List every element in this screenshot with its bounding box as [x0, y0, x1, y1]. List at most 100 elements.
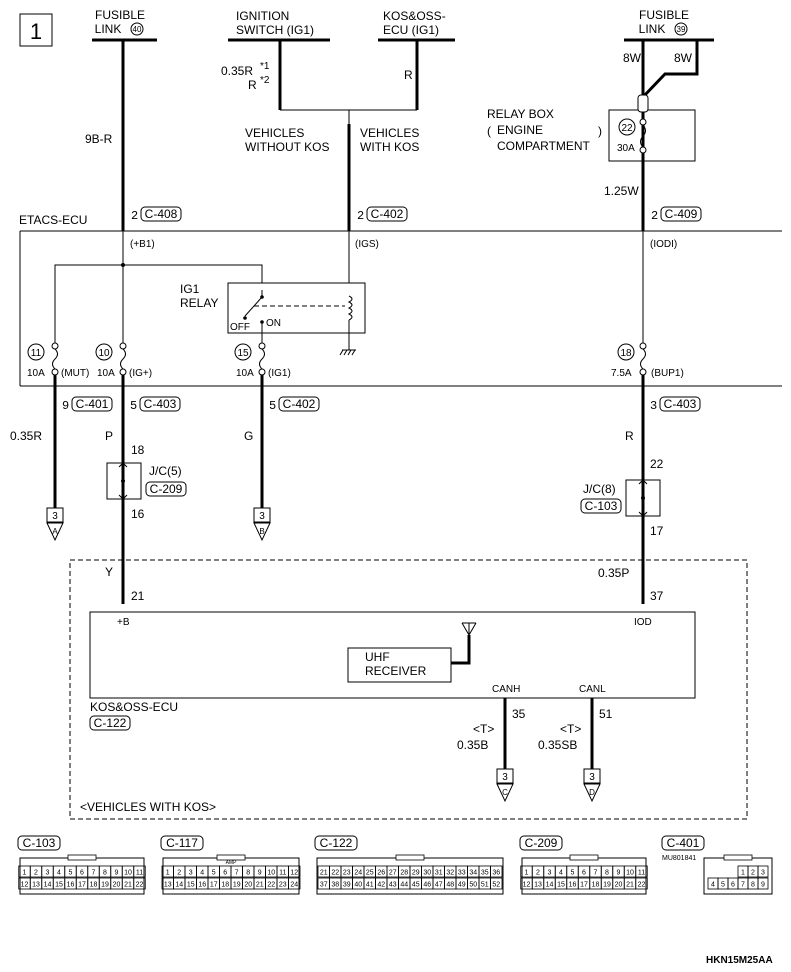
sig-iod: IOD — [634, 617, 652, 628]
conn-c402-b-pin: 5 — [269, 399, 276, 413]
relay-coil — [347, 295, 353, 321]
connector-pin: 16 — [569, 882, 577, 889]
connector-pin: 42 — [377, 882, 385, 889]
wire-125w-label: 1.25W — [604, 184, 639, 198]
connector-pin: 51 — [481, 882, 489, 889]
connector-pin: 9 — [761, 882, 765, 889]
fusible-link-40-circle — [130, 22, 144, 36]
fuse-11-sig: (MUT) — [61, 368, 89, 379]
vehicles-with-kos-1: VEHICLES — [360, 126, 419, 140]
page-number-box — [19, 13, 53, 47]
conn-c403-a-frame — [139, 396, 181, 412]
connector-pin: 27 — [389, 870, 397, 877]
relay-fuse-amp: 30A — [617, 143, 635, 154]
connector-pin: 17 — [78, 882, 86, 889]
connector-pin: 7 — [594, 870, 598, 877]
jc8-conn-frame — [580, 498, 622, 514]
connector-pin: 49 — [458, 882, 466, 889]
t-mark-canh: <T> — [473, 722, 494, 736]
fuse-10 — [95, 342, 127, 376]
wire-035b-label: 0.35B — [457, 738, 488, 752]
conn-c402-b-frame — [278, 396, 320, 412]
relay-fuse-element — [640, 124, 646, 148]
ref-b-page: 3 — [259, 511, 265, 522]
connector-pin: 12 — [21, 882, 29, 889]
connector-pin: 16 — [198, 882, 206, 889]
connector-pin: 18 — [221, 882, 229, 889]
conn-c408-frame — [140, 206, 182, 222]
connector-pin: 2 — [177, 870, 181, 877]
ref-c-triangle — [496, 783, 514, 803]
connector-pin: 22 — [136, 882, 144, 889]
connector-name: C-401 — [667, 836, 700, 850]
conn-c403-b-name: C-403 — [664, 397, 697, 411]
connector-pin: 14 — [546, 882, 554, 889]
connector-pin: 10 — [124, 870, 132, 877]
connector-pin: 21 — [124, 882, 132, 889]
fuse-15 — [234, 342, 266, 376]
kos-ecu-conn-frame — [89, 715, 131, 731]
relay-box-label-2: ENGINE — [497, 123, 543, 137]
jc8-top-pin: 22 — [650, 457, 664, 471]
connector-pin: 14 — [175, 882, 183, 889]
connector-pin: 1 — [166, 870, 170, 877]
connector-name: C-117 — [166, 836, 198, 850]
relay-fuse-num: 22 — [621, 123, 633, 134]
conn-c409-name: C-409 — [665, 207, 698, 221]
connector-pin: 15 — [187, 882, 195, 889]
fuse-15-sig: (IG1) — [268, 368, 291, 379]
wire-035sb-label: 0.35SB — [538, 738, 577, 752]
ref-b-triangle — [253, 522, 271, 542]
connector-pin: 12 — [290, 870, 298, 877]
connector-pin: 44 — [400, 882, 408, 889]
ref-b-letter: B — [259, 527, 264, 536]
connector-pin: 33 — [458, 870, 466, 877]
connector-pin: 22 — [331, 870, 339, 877]
kos-ecu-top-label-2: ECU (IG1) — [383, 23, 439, 37]
kos-ecu-top-label-1: KOS&OSS- — [383, 9, 446, 23]
vehicles-with-kos-2: WITH KOS — [360, 140, 419, 154]
jc5-node — [121, 479, 125, 483]
conn-c403-a-name: C-403 — [144, 397, 177, 411]
relay-off-label: OFF — [230, 322, 250, 333]
connector-pin: 24 — [290, 882, 298, 889]
connector-pin: 3 — [189, 870, 193, 877]
ignition-switch-label-1: IGNITION — [236, 9, 289, 23]
jc5-bot-arrow — [118, 494, 128, 500]
connector-pin: 21 — [320, 870, 328, 877]
ref-b-page-box — [253, 507, 271, 523]
relay-box-paren-right: ) — [598, 124, 602, 138]
connector-pin: 7 — [92, 870, 96, 877]
conn-c402-b-name: C-402 — [283, 397, 316, 411]
fuse-18-num: 18 — [620, 348, 632, 359]
connector-pin: 15 — [55, 882, 63, 889]
connector-pin: 21 — [626, 882, 634, 889]
connector-pin: 3 — [46, 870, 50, 877]
jc5-conn-frame — [145, 481, 187, 497]
connector-pin: 11 — [279, 870, 286, 877]
fuse-11-num: 11 — [31, 348, 42, 359]
connector-pin: 5 — [571, 870, 575, 877]
ref-d-page-box — [583, 768, 601, 784]
ref-a-letter: A — [52, 527, 58, 536]
connector-pin: 10 — [626, 870, 634, 877]
fuse-11 — [27, 342, 59, 376]
connector-pin: 52 — [492, 882, 500, 889]
fuse-15-amp: 10A — [236, 368, 254, 379]
jc5-conn-name: C-209 — [150, 482, 183, 496]
relay-box-label-1: RELAY BOX — [487, 107, 554, 121]
fusible-link-39-label-1: FUSIBLE — [639, 8, 689, 22]
canh-label: CANH — [492, 684, 520, 695]
connector-pin: 6 — [582, 870, 586, 877]
kos-ecu-name: KOS&OSS-ECU — [90, 700, 178, 714]
connector-pin: 37 — [320, 882, 328, 889]
wire-8w-a-label: 8W — [623, 51, 642, 65]
fusible-link-40-label-1: FUSIBLE — [95, 8, 145, 22]
conn-c408-name: C-408 — [145, 207, 178, 221]
connector-pin: 11 — [638, 870, 645, 877]
kos-ecu-conn-name: C-122 — [94, 716, 127, 730]
